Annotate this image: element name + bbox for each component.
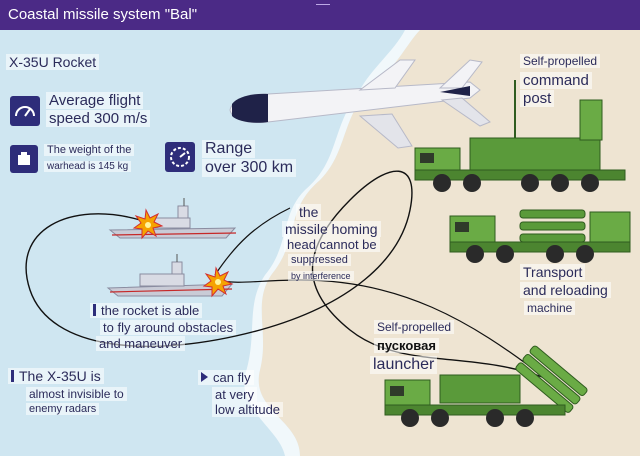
missile-x35u bbox=[229, 59, 491, 149]
trajectory-upper bbox=[25, 170, 546, 379]
altitude-text-1: can fly bbox=[213, 370, 251, 385]
launcher-label-line1: Self-propelled bbox=[374, 320, 455, 334]
altitude-label-line1: can fly bbox=[198, 370, 254, 385]
altitude-label-line3: low altitude bbox=[212, 402, 284, 417]
obstacles-label-line2: to fly around obstacles bbox=[100, 320, 237, 335]
ship-lower bbox=[106, 254, 234, 297]
range-label-line2: over 300 km bbox=[202, 159, 297, 177]
radar-label-line3: enemy radars bbox=[26, 403, 100, 415]
obstacles-label-line1: the rocket is able bbox=[90, 303, 203, 318]
trajectory-lower bbox=[214, 207, 291, 276]
speed-label-line2: speed 300 m/s bbox=[46, 110, 151, 127]
explosion-lower bbox=[202, 266, 234, 298]
homing-label-line4: suppressed bbox=[288, 254, 351, 266]
command-label-line1: Self-propelled bbox=[520, 54, 601, 68]
warhead-label-line2: warhead is 145 kg bbox=[44, 161, 132, 172]
arrow-right-icon bbox=[201, 372, 208, 382]
obstacles-label-line3: and maneuver bbox=[96, 336, 186, 351]
radar-label-line1: The X-35U is bbox=[8, 368, 104, 384]
range-label-line1: Range bbox=[202, 140, 256, 158]
scene-graphics bbox=[25, 30, 640, 456]
self-propelled-launcher-vehicle bbox=[384, 345, 588, 427]
launcher-label-line2: пусковая bbox=[374, 338, 439, 353]
launcher-label-line3: launcher bbox=[370, 356, 438, 374]
warhead-label-line1: The weight of the bbox=[44, 144, 135, 156]
header-decor-line bbox=[316, 4, 330, 5]
range-gauge-icon bbox=[165, 142, 195, 172]
bullet-mark bbox=[11, 370, 14, 382]
homing-label-line5: by interference bbox=[288, 271, 354, 281]
transport-label-line3: machine bbox=[524, 301, 576, 315]
transport-label-line2: and reloading bbox=[520, 282, 611, 298]
page-title: Coastal missile system "Bal" bbox=[8, 6, 198, 23]
obstacles-text-1: the rocket is able bbox=[101, 303, 200, 318]
diagram-scene: X-35U Rocket Average flight speed 300 m/… bbox=[0, 30, 640, 456]
command-label-line3: post bbox=[520, 90, 555, 107]
altitude-label-line2: at very bbox=[212, 387, 258, 402]
trajectory-launch bbox=[214, 279, 546, 379]
command-post-vehicle bbox=[414, 80, 626, 192]
speedometer-icon bbox=[10, 96, 40, 126]
transport-reloading-vehicle bbox=[449, 209, 631, 263]
homing-label-line1: the bbox=[296, 204, 322, 220]
weight-icon bbox=[10, 145, 38, 173]
rocket-name-label: X-35U Rocket bbox=[6, 54, 100, 70]
homing-label-line3: head cannot be bbox=[284, 237, 380, 252]
explosion-upper bbox=[132, 208, 164, 240]
command-label-line2: command bbox=[520, 72, 592, 89]
transport-label-line1: Transport bbox=[520, 264, 586, 280]
bullet-mark bbox=[93, 304, 96, 316]
coastline-land bbox=[258, 30, 640, 456]
ship-upper bbox=[108, 198, 237, 239]
radar-text-1: The X-35U is bbox=[19, 368, 101, 384]
radar-label-line2: almost invisible to bbox=[26, 387, 127, 401]
speed-label-line1: Average flight bbox=[46, 92, 144, 109]
homing-label-line2: missile homing bbox=[282, 221, 381, 237]
header-bar: Coastal missile system "Bal" bbox=[0, 0, 640, 30]
